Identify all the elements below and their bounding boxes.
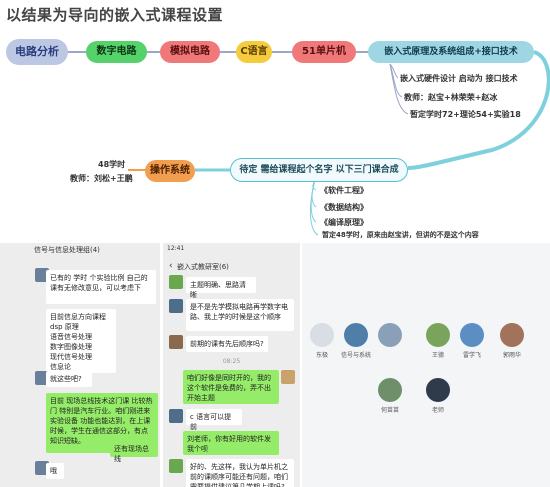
participant-name: 雷学飞 [462, 352, 481, 359]
chat2-message-3: 前期的课有先后顺序吗? [186, 336, 268, 352]
chat1-message-2: 目前信息方向课程 dsp 原理 语音信号处理 数字图像处理 现代信号处理 信息论 [46, 309, 116, 373]
chat1-message-5: 还有现场总线 [110, 441, 158, 463]
status-time: 12:41 [167, 245, 185, 252]
participant-name: 老师 [431, 407, 444, 414]
participant-tile[interactable]: 雷学飞 [451, 323, 493, 359]
course-embedded-principles: 嵌入式原理及系统组成+接口技术 [368, 41, 534, 63]
participant-name: 王德 [431, 352, 444, 359]
avatar [169, 275, 183, 289]
participant-name: 东极 [315, 352, 328, 359]
participant-tile[interactable]: 郭雨华 [491, 323, 533, 359]
embedded-detail-2: 教师：赵宝+林荣荣+赵冰 [404, 93, 498, 102]
chat1-message-3: 就这些吧? [46, 371, 92, 387]
participant-tile[interactable] [369, 323, 411, 350]
avatar [378, 378, 402, 402]
chat2-message-4: 咱们好像是同时开的，我的这个软件是免费的，弄不出开始主题 [183, 370, 279, 404]
course-51-mcu: 51单片机 [292, 41, 356, 63]
chat2-header: 嵌入式教研室(6) [177, 263, 229, 271]
participant-tile[interactable]: 王德 [417, 323, 459, 359]
avatar [281, 370, 295, 384]
participant-tile[interactable]: 何苗苗 [369, 378, 411, 414]
chat2-message-5: c 语言可以提前 [186, 409, 242, 431]
pending-item-4: 暂定48学时，原来由赵宝讲，但讲的不是这个内容 [322, 231, 479, 239]
participant-tile[interactable]: 东极 [302, 323, 343, 359]
pending-item-1: 《软件工程》 [320, 186, 368, 195]
chat2-message-2: 是不是先学模拟电路再学数字电路、我上学的时候是这个顺序 [186, 299, 294, 331]
avatar [35, 268, 49, 282]
page-title: 以结果为导向的嵌入式课程设置 [6, 6, 224, 24]
chat-timestamp: 08:25 [222, 358, 241, 365]
avatar [426, 378, 450, 402]
chat1-header: 信号与信息处理组(4) [0, 243, 160, 257]
chat1-message-6: 哦 [46, 463, 64, 479]
participant-tile[interactable]: 老师 [417, 378, 459, 414]
avatar [169, 335, 183, 349]
pending-item-3: 《编译原理》 [320, 218, 368, 227]
embedded-detail-3: 暂定学时72+理论54+实验18 [410, 110, 521, 119]
avatar [310, 323, 334, 347]
embedded-detail-1: 嵌入式硬件设计 启动为 接口技术 [400, 74, 518, 83]
chat2-message-1: 主题明确、思路清晰 [186, 277, 256, 299]
course-digital-circuit: 数字电路 [86, 41, 147, 63]
chat2-message-6: 刘老师，你有好用的软件发我个呗 [183, 431, 279, 455]
os-detail-teachers: 教师：刘松+王鹏 [70, 174, 133, 183]
avatar [169, 459, 183, 473]
chat1-message-1: 已有的 学时 个实验比例 自己的课有无修改意见，可以考虑下 [46, 270, 156, 304]
meeting-room-screenshot: 东极 信号与系统 王德 雷学飞 郭雨华 何苗苗 老师 [302, 243, 550, 487]
back-chevron-icon[interactable]: ‹ [169, 261, 173, 271]
mindmap-connectors [68, 50, 550, 236]
os-detail-hours: 48学时 [98, 160, 126, 169]
avatar [378, 323, 402, 347]
chat-screenshot-signal-group: 信号与信息处理组(4) 已有的 学时 个实验比例 自己的课有无修改意见，可以考虑… [0, 243, 160, 487]
os-node: 操作系统 [145, 160, 195, 182]
participant-name: 何苗苗 [380, 407, 399, 414]
avatar [500, 323, 524, 347]
avatar [35, 461, 49, 475]
course-analog-circuit: 模拟电路 [160, 41, 220, 63]
avatar [344, 323, 368, 347]
pending-course-node: 待定 需给课程起个名字 以下三门课合成 [230, 158, 408, 182]
participant-name: 郭雨华 [502, 352, 521, 359]
avatar [169, 409, 183, 423]
avatar [35, 371, 49, 385]
participant-tile[interactable]: 信号与系统 [335, 323, 377, 359]
course-c-language: C语言 [236, 41, 272, 63]
pending-item-2: 《数据结构》 [320, 203, 368, 212]
avatar [169, 299, 183, 313]
root-node: 电路分析 [6, 39, 68, 65]
participant-name: 信号与系统 [340, 352, 371, 359]
chat-screenshot-embedded-group: 12:41 ‹ 嵌入式教研室(6) 主题明确、思路清晰 是不是先学模拟电路再学数… [163, 243, 300, 487]
chat2-message-7: 好的、先这样，我认为单片机之前的课顺序可能还有问题，咱们需要提供建议第几学期上课… [186, 459, 294, 487]
avatar [460, 323, 484, 347]
avatar [426, 323, 450, 347]
